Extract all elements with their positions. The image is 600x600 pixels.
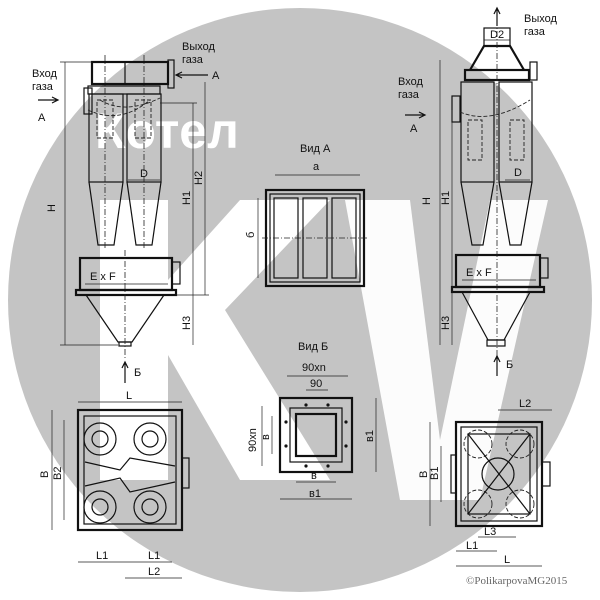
dim-H1-right: H1: [440, 191, 452, 205]
dim-D-right: D: [514, 167, 522, 179]
view-b-marker: Б: [134, 367, 141, 379]
dim-D2: D2: [490, 29, 504, 41]
left-plan-view: L B B2 L1 L1 L2: [39, 390, 190, 579]
dim-H-right: H: [421, 197, 433, 205]
dim-90xn: 90xn: [302, 362, 326, 374]
dim-D: D: [140, 168, 148, 180]
gas-inlet-label: Вход: [32, 68, 57, 80]
view-b-title: Вид Б: [298, 341, 328, 353]
dim-H: H: [46, 204, 58, 212]
dim-B-right: B: [418, 471, 430, 478]
dim-v-bottom: в: [311, 470, 317, 482]
view-b: Вид Б 90xn 90 90xn в в в1 в1: [247, 341, 377, 500]
gas-inlet-label-2: газа: [32, 81, 54, 93]
dim-H2: H2: [193, 171, 205, 185]
gas-inlet-label-right: Вход: [398, 76, 423, 88]
dim-L1-right: L1: [466, 540, 478, 552]
view-a-marker-2: A: [212, 70, 220, 82]
gas-inlet-label-right-2: газа: [398, 89, 420, 101]
dim-H3-right: H3: [440, 316, 452, 330]
view-b-arrow-icon-right: [493, 354, 501, 376]
dim-v1-side: в1: [364, 430, 376, 442]
left-elevation: H H1 H2 H3 D E x F Вход газа A Выход газ…: [32, 41, 220, 383]
dim-L1-b: L1: [148, 550, 160, 562]
view-a-title: Вид А: [300, 143, 331, 155]
dim-L-right: L: [504, 554, 510, 566]
outlet-arrow-icon: [174, 71, 208, 79]
view-a-marker-right: A: [410, 123, 418, 135]
dim-v1: в1: [309, 488, 321, 500]
inlet-arrow-icon-right: [405, 111, 427, 119]
gas-outlet-label-2: газа: [182, 54, 204, 66]
gas-outlet-label-right: Выход: [524, 13, 557, 25]
watermark: Котел: [8, 8, 592, 592]
dim-a: a: [313, 161, 320, 173]
dim-ExF: E x F: [90, 271, 116, 283]
gas-outlet-label-right-2: газа: [524, 26, 546, 38]
dim-b: б: [245, 232, 257, 238]
right-plan-view: L2 B B1 L3 L1 L: [418, 398, 552, 567]
right-elevation: D2 H H1 H3 D E x F Вход газа A Выход газ…: [398, 6, 557, 376]
gas-outlet-label: Выход: [182, 41, 215, 53]
outlet-arrow-icon-right: [493, 6, 501, 26]
dim-H1: H1: [181, 191, 193, 205]
dim-L1-a: L1: [96, 550, 108, 562]
view-b-marker-right: Б: [506, 359, 513, 371]
dim-90xn-side: 90xn: [247, 428, 259, 452]
inlet-arrow-icon: [38, 96, 60, 104]
dim-B2: B2: [52, 467, 64, 480]
dim-L: L: [126, 390, 132, 402]
dim-90: 90: [310, 378, 322, 390]
dim-L2-right: L2: [519, 398, 531, 410]
copyright: ©PolikarpovaMG2015: [466, 575, 568, 587]
dim-H3: H3: [181, 316, 193, 330]
dim-ExF-right: E x F: [466, 267, 492, 279]
dim-B: B: [39, 471, 51, 478]
view-a-marker: A: [38, 112, 46, 124]
watermark-word: Котел: [95, 103, 239, 159]
dim-L3-right: L3: [484, 526, 496, 538]
dim-B1-right: B1: [429, 467, 441, 480]
dim-v-side: в: [260, 434, 272, 440]
view-a: Вид А a б: [245, 143, 368, 288]
view-b-arrow-icon: [121, 360, 129, 383]
dim-L2: L2: [148, 566, 160, 578]
